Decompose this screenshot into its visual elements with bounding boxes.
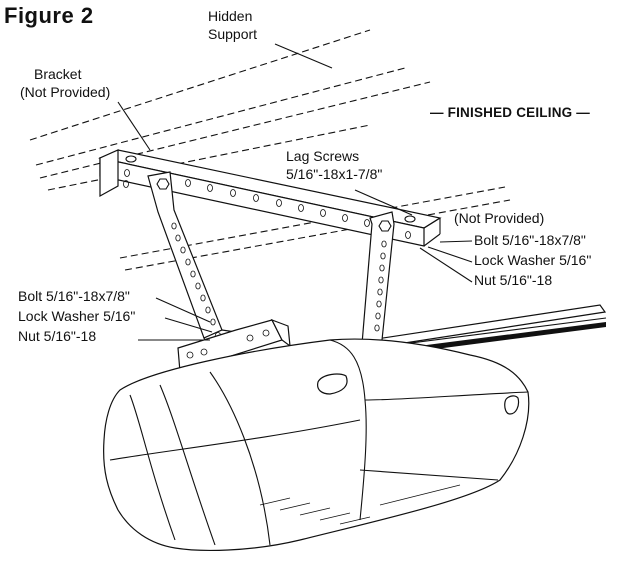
garage-door-opener-illustration [103, 338, 530, 551]
hidden-support-label-line1: Hidden [208, 8, 253, 24]
finished-ceiling-label: — FINISHED CEILING — [430, 105, 591, 120]
leader-lines [117, 43, 473, 341]
bracket-label-line2: (Not Provided) [20, 84, 111, 100]
lag-screws-label-line1: Lag Screws [286, 148, 360, 164]
bracket-label-line1: Bracket [34, 66, 82, 82]
hidden-support-label-line2: Support [208, 26, 258, 42]
right-hardware-not-provided: (Not Provided) [454, 210, 545, 226]
right-hardware-bolt: Bolt 5/16"-18x7/8" [474, 232, 586, 248]
left-hardware-lock-washer: Lock Washer 5/16" [18, 308, 136, 324]
lag-screws-label-line2: 5/16"-18x1-7/8" [286, 166, 383, 182]
left-hardware-nut: Nut 5/16"-18 [18, 328, 97, 344]
bracket-illustration [98, 149, 442, 247]
ceiling-lines [29, 29, 511, 271]
left-hardware-bolt: Bolt 5/16"-18x7/8" [18, 288, 130, 304]
right-hardware-lock-washer: Lock Washer 5/16" [474, 252, 592, 268]
figure-title: Figure 2 [4, 3, 94, 28]
right-hardware-nut: Nut 5/16"-18 [474, 272, 553, 288]
